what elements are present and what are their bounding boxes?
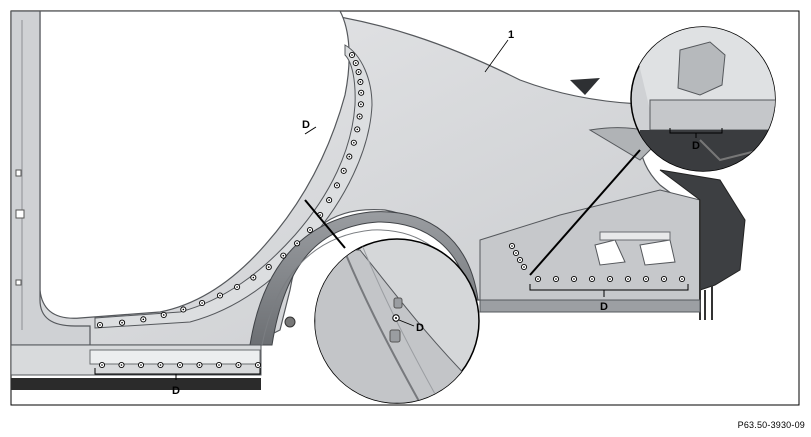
weld-spot-center [591, 278, 593, 280]
b-pillar [11, 11, 91, 346]
callout-d-detail-rear: D [692, 140, 700, 152]
c-pillar-flange [94, 44, 373, 329]
weld-spot-center [351, 54, 353, 56]
weld-spot-center [159, 364, 162, 366]
weld-spot-center [309, 229, 311, 231]
weld-spot-center [515, 252, 517, 254]
figure-reference: P63.50-3930-09 [737, 420, 805, 430]
weld-spot-center [201, 302, 203, 304]
detail-rear-bracket [669, 128, 723, 138]
weld-spot-center [353, 141, 355, 144]
weld-spot-center [663, 278, 665, 280]
weld-spot-center [523, 266, 525, 268]
weld-spot-center [257, 364, 259, 366]
weld-spot-center [348, 155, 351, 158]
callout-d-rear: D [600, 301, 608, 313]
weld-group-brackets [94, 126, 689, 380]
callout-d-lower-left: D [172, 385, 180, 397]
weld-spot-center [359, 81, 362, 83]
weld-spot-center [537, 278, 539, 280]
bracket-pillar [304, 126, 317, 135]
weld-spot-center [236, 286, 238, 288]
weld-spot-center [296, 242, 298, 245]
rear-sill [479, 299, 701, 313]
weld-spot-center [182, 308, 185, 311]
weld-spot-center [357, 71, 360, 73]
weld-spot-center [179, 364, 181, 366]
weld-spot-center [142, 318, 145, 321]
weld-spot-center [267, 266, 270, 268]
bracket-lower-left [94, 368, 261, 380]
weld-spot-center [121, 321, 123, 324]
weld-spot-center [99, 324, 101, 326]
weld-spot-center [342, 170, 345, 172]
weld-spot-center [162, 314, 165, 316]
weld-spot-center [358, 115, 361, 118]
weld-spot-center [609, 278, 611, 280]
weld-spot-center [354, 62, 357, 64]
weld-spot-center [555, 278, 557, 280]
callout-d-pillar: D [302, 119, 310, 131]
weld-spot-center [198, 364, 201, 366]
body-shell [11, 11, 746, 390]
weld-spot-center [356, 128, 359, 131]
weld-spot-center [252, 276, 255, 279]
weld-spot-center [519, 259, 521, 261]
callout-part-1: 1 [508, 29, 514, 41]
detail-view-wheelarch [304, 199, 480, 404]
weld-spot-center [360, 91, 362, 94]
weld-spot-center [218, 364, 220, 366]
callouts: 1 D D D D D [172, 29, 700, 397]
callout-d-detail-wheelarch: D [416, 322, 424, 334]
weld-spot-center [336, 184, 338, 187]
weld-spot-center [573, 278, 575, 280]
weld-spot-center [627, 278, 629, 280]
weld-spot-center [645, 278, 647, 280]
weld-spot-center [681, 278, 683, 280]
weld-spot-center [140, 364, 142, 366]
weld-spot-center [319, 214, 321, 216]
weld-spot-center [511, 245, 513, 247]
weld-spot-center [237, 364, 240, 366]
bracket-rear [529, 284, 689, 297]
weld-spot-center [101, 364, 103, 366]
weld-spot-center [360, 103, 362, 106]
sill-strip [11, 378, 261, 390]
weld-spot-center [219, 294, 221, 297]
weld-spot-center [120, 364, 123, 366]
weld-spot-center [328, 199, 330, 201]
door-opening [39, 11, 350, 319]
wheel-arch [249, 211, 479, 346]
weld-spot-center [282, 254, 285, 257]
